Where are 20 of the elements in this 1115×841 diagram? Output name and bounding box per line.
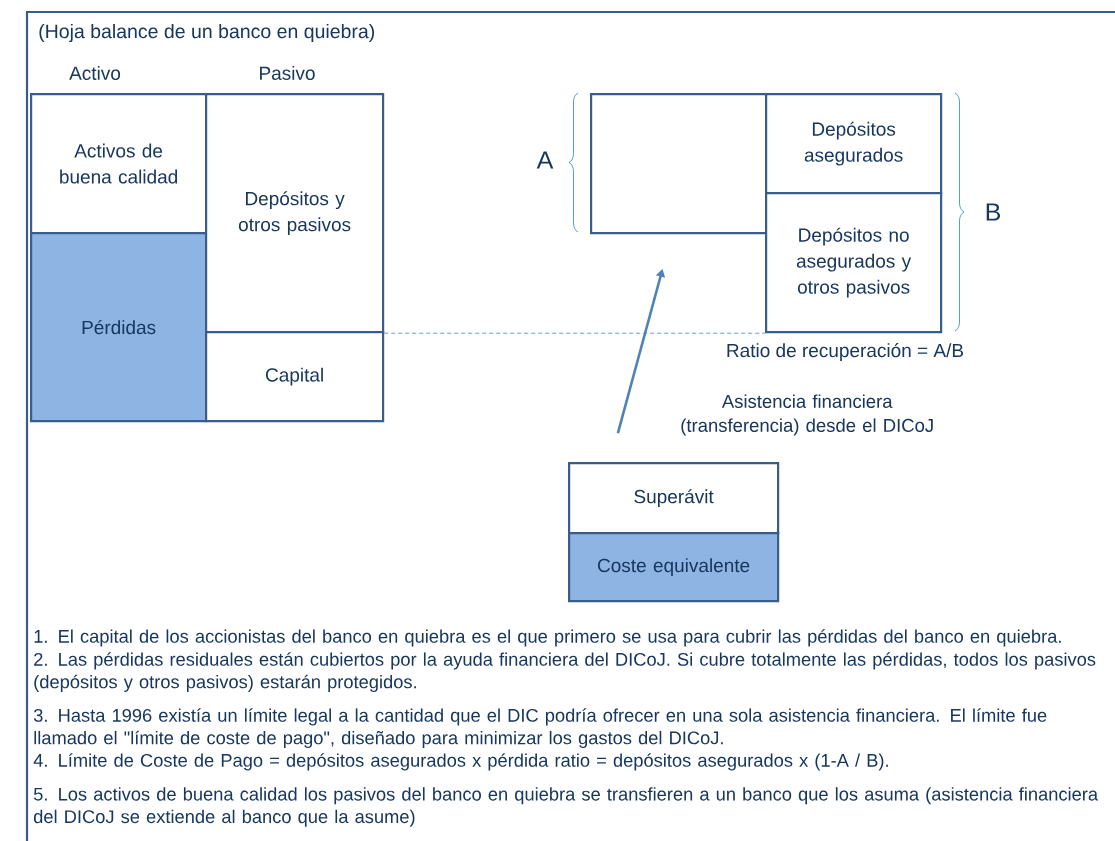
note: 4. Límite de Coste de Pago = depósitos asegurados x pérdida ratio = depósitos asegurados x (1-A / B). [33, 753, 888, 771]
shaded-box: Coste equivalente [568, 532, 780, 603]
brace-label: A [536, 151, 554, 169]
balance-box: Activos de buena calidad [30, 93, 208, 235]
note: 1. El capital de los accionistas del banco en quiebra es el que primero se usa para cubrir las pérdidas del banco en quiebra. [34, 629, 1061, 647]
brace-label: B [986, 203, 1001, 221]
balance-box: Depósitos asegurados [765, 93, 943, 195]
shaded-box: Pérdidas [30, 232, 208, 423]
dashed-line [383, 332, 766, 334]
balance-box: Superávit [568, 462, 780, 535]
balance-box: Capital [205, 331, 385, 423]
empty-box [590, 93, 768, 235]
note: 2. Las pérdidas residuales están cubiertos por la ayuda financiera del DICoJ. Si cubre totalmente las pérdidas, todos los pasivos (depósitos y otros pasivos) estarán protegidos. [34, 652, 1096, 692]
title: (Hoja balance de un banco en quiebra) [39, 23, 375, 43]
ratio-formula: Ratio de recuperación = A/B [727, 343, 964, 361]
edge-label: Asistencia financiera (transferencia) desde el DICoJ [681, 394, 933, 436]
column-heading: Pasivo [260, 66, 315, 80]
balance-box: Depósitos no asegurados y otros pasivos [765, 192, 943, 334]
note: 3. Hasta 1996 existía un límite legal a la cantidad que el DIC podría ofrecer en una sola asistencia financiera. El límite fue llamado el "límite de coste de pago", diseñado para minimizar los gastos del DICoJ. [33, 708, 1047, 748]
note: 5. Los activos de buena calidad los pasivos del banco en quiebra se transfieren a un banco que los asuma (asistencia financiera del DICoJ se extiende al banco que la asume) [33, 787, 1099, 827]
